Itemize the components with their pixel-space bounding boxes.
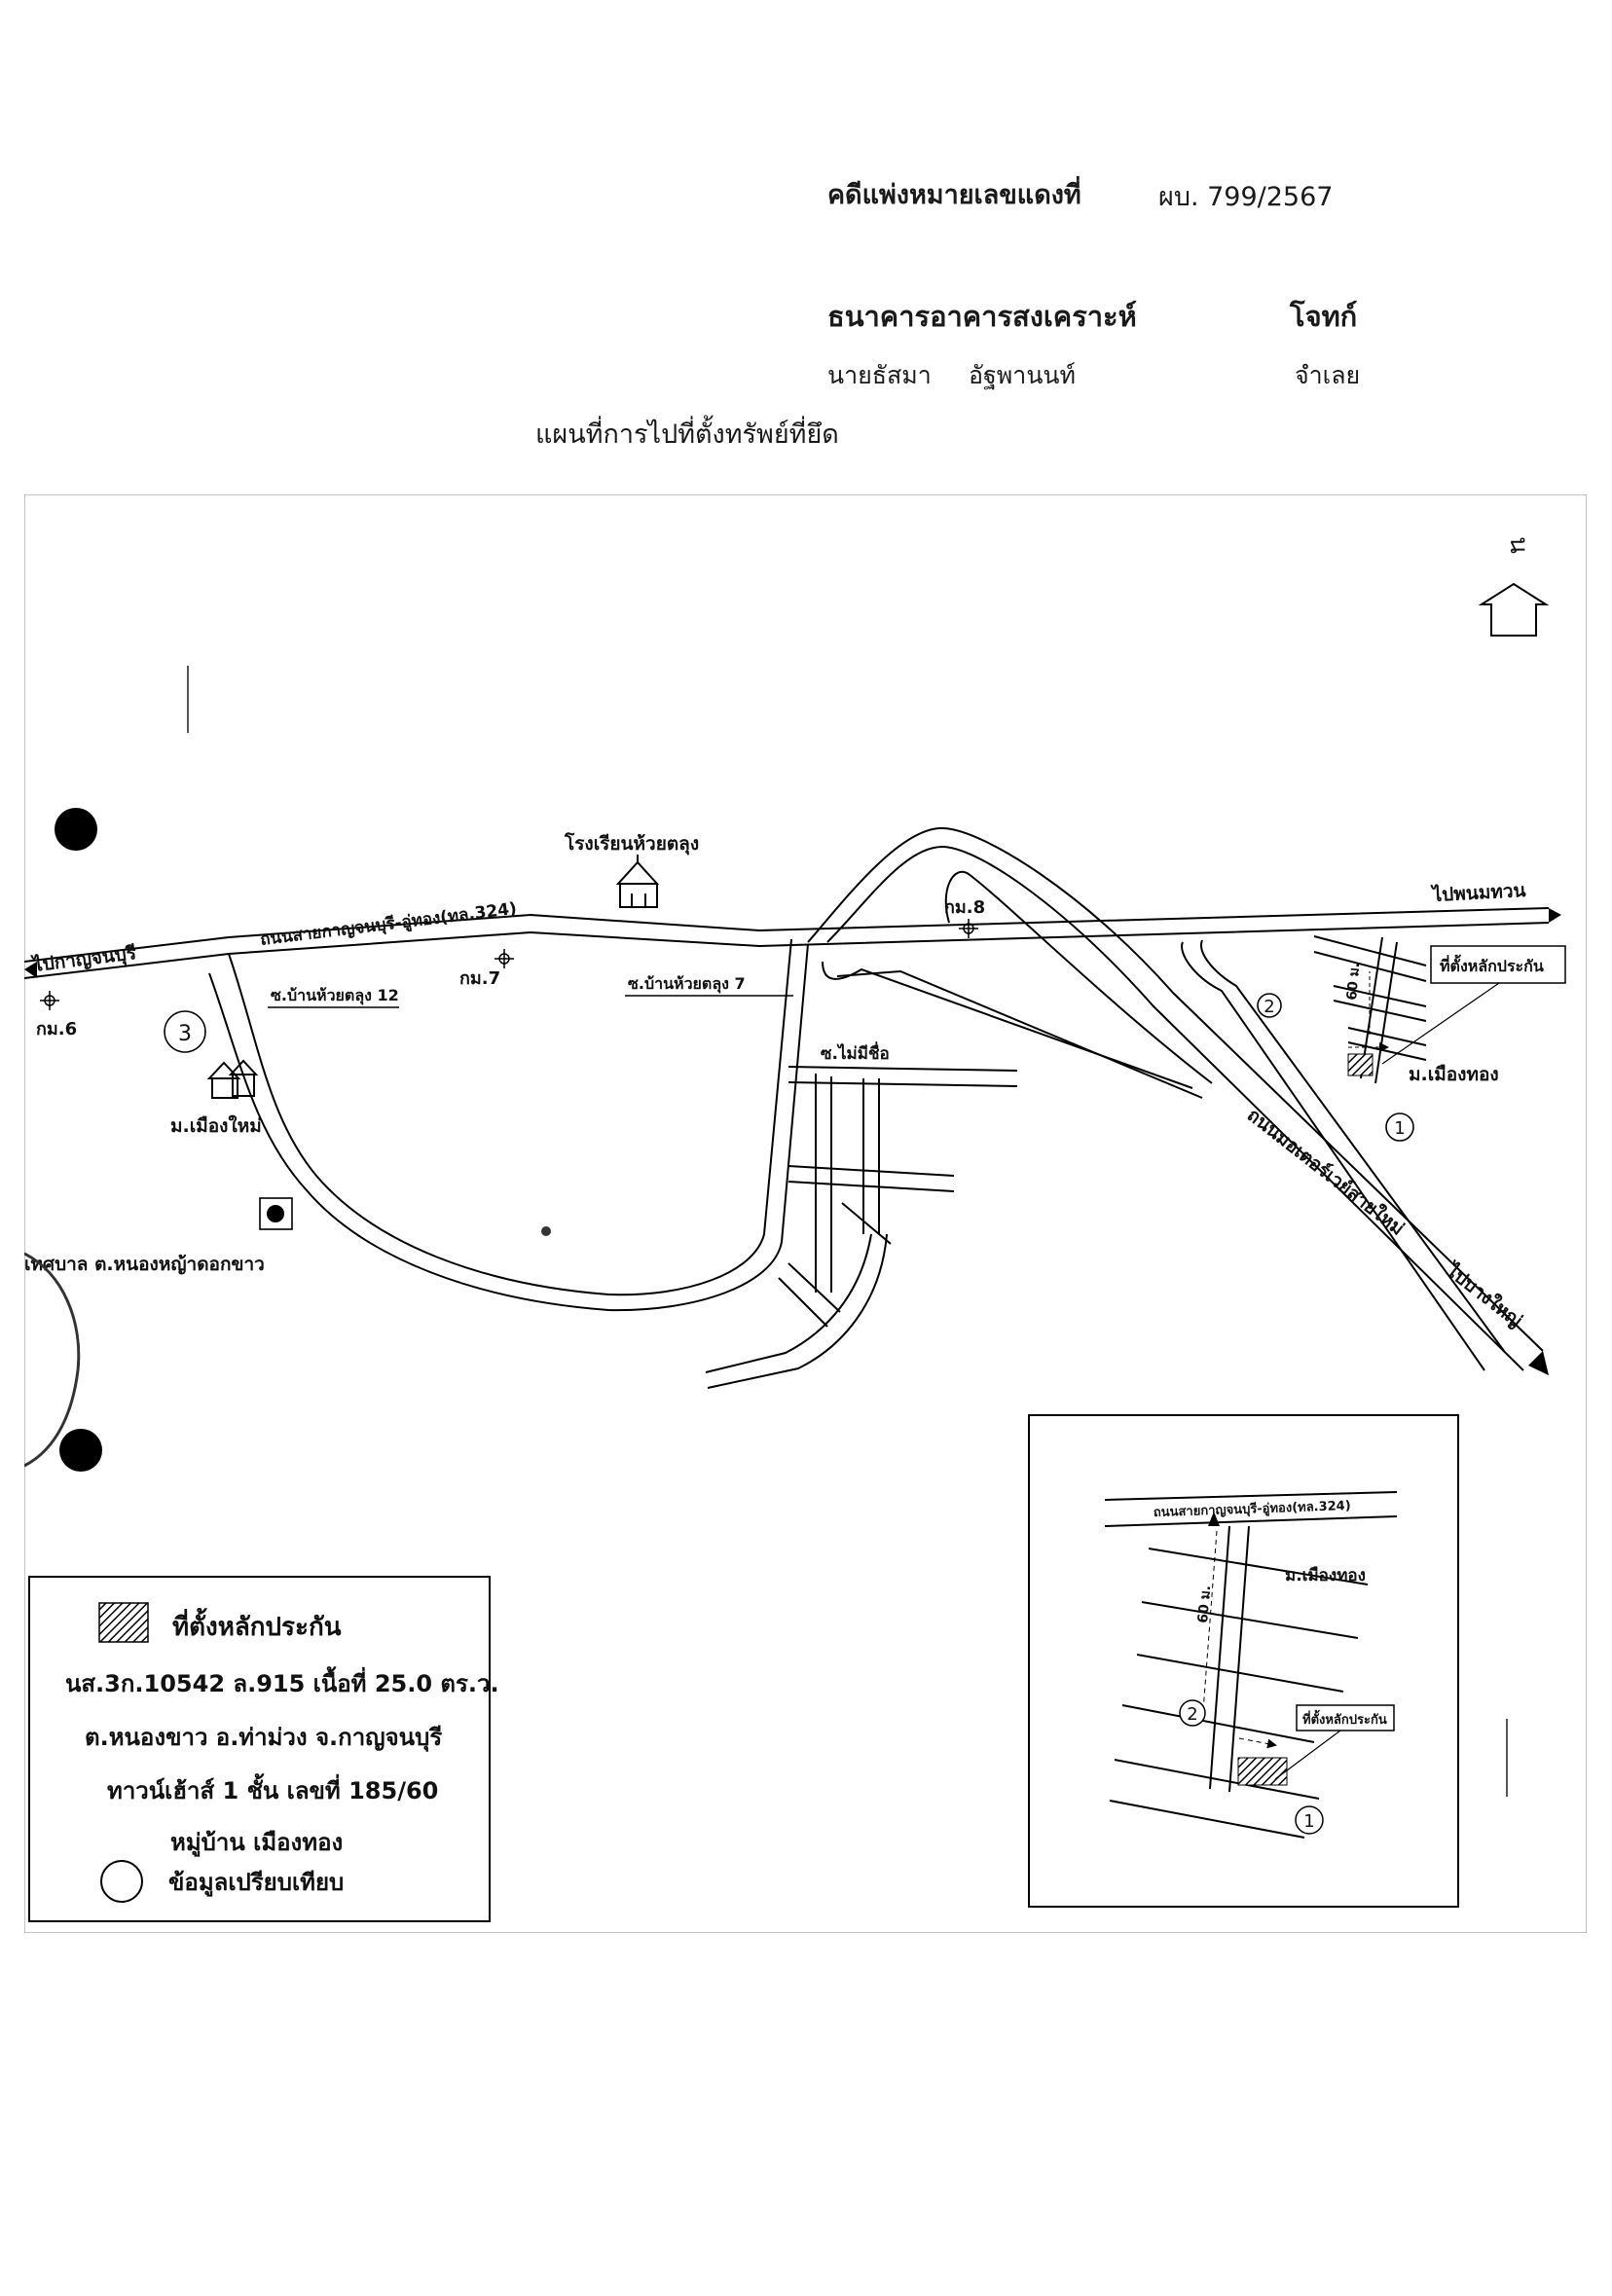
label-km8: กม.8 bbox=[944, 897, 985, 918]
marker-3-icon bbox=[164, 1010, 206, 1053]
legend-collateral: ที่ตั้งหลักประกัน bbox=[172, 1607, 342, 1642]
legend-line-4: หมู่บ้าน เมืองทอง bbox=[170, 1829, 343, 1857]
label-km6: กม.6 bbox=[36, 1019, 77, 1039]
inset-road-label: ถนนสายกาญจนบุรี-อู่ทอง(ทล.324) bbox=[1154, 1498, 1351, 1520]
plaintiff-name: ธนาคารอาคารสงเคราะห์ bbox=[827, 300, 1137, 333]
km6-marker-icon bbox=[40, 991, 59, 1010]
north-arrow-icon bbox=[1478, 582, 1550, 637]
marker-1-label: 1 bbox=[1394, 1118, 1405, 1139]
inset-marker-2-icon bbox=[1179, 1699, 1206, 1727]
collateral-callout bbox=[1430, 945, 1566, 984]
inset-village-label: ม.เมืองทอง bbox=[1285, 1565, 1366, 1585]
marker-1-icon bbox=[1385, 1112, 1414, 1142]
legend-hatch-swatch bbox=[98, 1602, 149, 1643]
school-icon bbox=[615, 855, 660, 908]
label-soi-12: ซ.บ้านห้วยตลุง 12 bbox=[271, 986, 399, 1005]
label-school: โรงเรียนห้วยตลุง bbox=[564, 832, 699, 856]
inset-collateral-label: ที่ตั้งหลักประกัน bbox=[1302, 1709, 1387, 1728]
callout-pointer bbox=[1381, 982, 1500, 1065]
legend-line-3: ทาวน์เฮ้าส์ 1 ชั้น เลขที่ 185/60 bbox=[107, 1772, 438, 1804]
punch-hole bbox=[59, 1429, 102, 1472]
ink-speck bbox=[541, 1226, 551, 1236]
legend-line-1: นส.3ก.10542 ล.915 เนื้อที่ 25.0 ตร.ว. bbox=[65, 1665, 499, 1697]
collateral-marker bbox=[1347, 1053, 1374, 1076]
km8-marker-icon bbox=[959, 919, 978, 938]
map-title: แผนที่การไปที่ตั้งทรัพย์ที่ยึด bbox=[535, 419, 839, 450]
house-icon bbox=[206, 1059, 259, 1099]
label-village-thong: ม.เมืองทอง bbox=[1409, 1064, 1499, 1085]
inset-marker-2-label: 2 bbox=[1187, 1704, 1197, 1725]
inset-arrow-icon bbox=[1208, 1512, 1220, 1526]
municipality-icon bbox=[267, 1205, 284, 1222]
label-soi-7: ซ.บ้านห้วยตลุง 7 bbox=[628, 974, 746, 994]
label-to-phanom-thuan: ไปพนมทวน bbox=[1430, 879, 1526, 906]
km7-marker-icon bbox=[495, 949, 514, 968]
inset-map bbox=[1028, 1414, 1459, 1908]
label-km7: กม.7 bbox=[459, 968, 500, 989]
location-map: น ไปกาญจนบุรี ถนนสายกาญจนบุรี-อู่ทอง(ทล.… bbox=[24, 494, 1587, 1933]
plaintiff-role: โจทก์ bbox=[1290, 300, 1358, 333]
arrow-to-kanchanaburi-icon bbox=[24, 962, 37, 978]
marker-3-label: 3 bbox=[178, 1022, 192, 1046]
arrow-to-phanom-thuan-icon bbox=[1549, 908, 1561, 923]
loop-road bbox=[208, 938, 809, 1312]
defendant-first-name: นายธัสมา bbox=[827, 361, 932, 389]
marker-2-label: 2 bbox=[1264, 997, 1274, 1017]
legend-circle-icon bbox=[100, 1860, 143, 1903]
arrow-to-bang-yai-icon bbox=[1528, 1351, 1549, 1375]
north-label: น bbox=[1504, 536, 1533, 554]
stamp-fragment bbox=[24, 1252, 81, 1468]
label-soi-noname: ซ.ไม่มีชื่อ bbox=[821, 1041, 890, 1064]
main-road bbox=[24, 907, 1550, 979]
defendant-last-name: อัฐพานนท์ bbox=[969, 361, 1076, 389]
interchange bbox=[807, 826, 1544, 1371]
inset-collateral-marker bbox=[1237, 1757, 1288, 1786]
defendant-role: จำเลย bbox=[1295, 361, 1361, 389]
legend-line-2: ต.หนองขาว อ.ท่าม่วง จ.กาญจนบุรี bbox=[85, 1724, 442, 1753]
inset-marker-1-label: 1 bbox=[1303, 1811, 1314, 1832]
side-streets bbox=[705, 1066, 1018, 1389]
inset-marker-1-icon bbox=[1295, 1805, 1324, 1835]
inset-distance-label: 60 ม. bbox=[1195, 1585, 1214, 1623]
label-distance: 60 ม. bbox=[1344, 962, 1363, 1001]
label-collateral-callout: ที่ตั้งหลักประกัน bbox=[1440, 954, 1544, 975]
legend-compare: ข้อมูลเปรียบเทียบ bbox=[168, 1869, 344, 1897]
case-label: คดีแพ่งหมายเลขแดงที่ bbox=[827, 180, 1081, 210]
legend-box bbox=[28, 1576, 491, 1922]
marker-2-icon bbox=[1257, 993, 1282, 1018]
punch-hole bbox=[55, 808, 97, 851]
case-number: ผบ. 799/2567 bbox=[1158, 182, 1334, 212]
label-village-new: ม.เมืองใหม่ bbox=[170, 1114, 262, 1137]
label-municipality: เทศบาล ต.หนองหญ้าดอกขาว bbox=[24, 1254, 265, 1275]
